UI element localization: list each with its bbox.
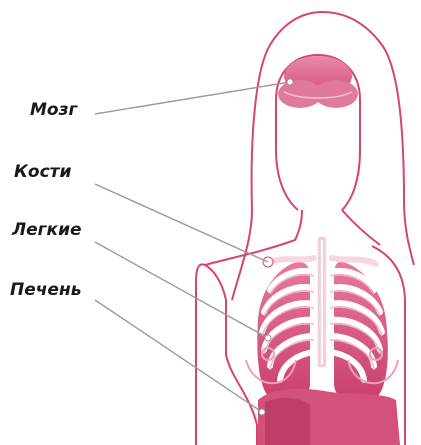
- label-liver: Печень: [10, 280, 81, 300]
- pointer-brain: [95, 82, 290, 114]
- spine: [317, 236, 327, 368]
- label-brain: Мозг: [30, 100, 77, 120]
- hair-inner-right: [342, 210, 380, 245]
- body-outline: [196, 264, 257, 445]
- pointer-liver: [95, 300, 262, 412]
- label-bones: Кости: [14, 162, 71, 182]
- liver-organ: [258, 389, 400, 445]
- label-lungs: Легкие: [12, 220, 82, 240]
- pointer-bones: [95, 184, 268, 262]
